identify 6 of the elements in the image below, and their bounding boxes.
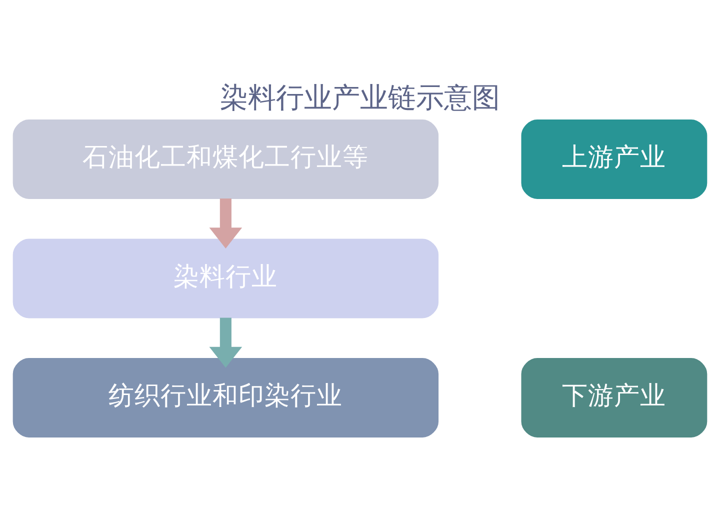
arrow (209, 318, 242, 368)
diagram-title: 染料行业产业链示意图 (220, 80, 500, 114)
arrow (209, 198, 242, 248)
node-box: 上游产业 (521, 120, 708, 200)
node-box: 下游产业 (521, 358, 708, 438)
node-box: 纺织行业和印染行业 (12, 358, 439, 438)
